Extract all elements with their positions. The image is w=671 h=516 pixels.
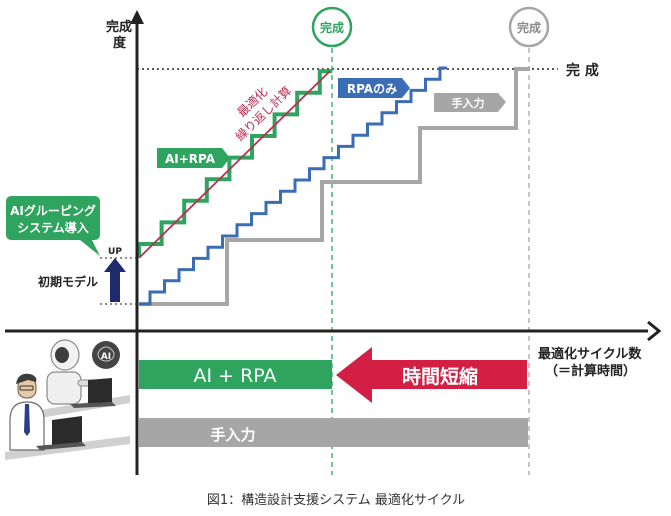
time-reduction-arrow: 時間短縮 xyxy=(336,347,527,403)
ai-rpa-tag-text: AI+RPA xyxy=(165,152,216,166)
ai-brain-icon: AI xyxy=(92,341,120,369)
green-complete-label: 完成 xyxy=(320,20,344,35)
completion-level-label: 完 成 xyxy=(566,62,599,79)
manual-tag: 手入力 xyxy=(434,93,506,112)
ai-rpa-bar-text: AI + RPA xyxy=(193,365,276,387)
rpa-step-line xyxy=(139,66,447,306)
manual-step-line xyxy=(139,67,530,306)
ai-badge-text: AI xyxy=(101,352,111,362)
optimization-label: 最適化 繰り返し計算 xyxy=(232,83,294,144)
manual-bar-text: 手入力 xyxy=(210,426,255,444)
robot-icon xyxy=(46,339,101,405)
engineer-icon xyxy=(9,373,45,451)
y-axis-label-1: 完成 xyxy=(106,19,132,35)
engineer-laptop xyxy=(36,416,86,450)
ai-grouping-callout: AIグルーピング システム導入 xyxy=(6,196,100,256)
ai-rpa-tag: AI+RPA xyxy=(157,148,230,168)
time-reduction-text: 時間短縮 xyxy=(402,365,478,388)
figure-caption: 図1：構造設計支援システム 最適化サイクル xyxy=(207,492,465,508)
ai-grouping-line-1: AIグルーピング xyxy=(10,203,96,218)
manual-tag-text: 手入力 xyxy=(452,96,485,110)
x-axis-label-1: 最適化サイクル数 xyxy=(538,346,642,362)
optimization-diagonal-line xyxy=(139,70,331,258)
x-axis-arrowhead xyxy=(647,320,662,342)
x-axis-label-2: （＝計算時間） xyxy=(545,363,636,379)
gray-complete-label: 完成 xyxy=(517,20,541,35)
y-axis-label-2: 度 xyxy=(113,35,127,51)
rpa-only-tag: RPAのみ xyxy=(338,78,410,98)
green-complete-marker: 完成 xyxy=(311,6,353,48)
robot-laptop xyxy=(70,378,116,408)
up-arrow xyxy=(104,258,126,302)
initial-model-label: 初期モデル xyxy=(38,274,98,289)
ai-robot-and-engineer-illustration: AI xyxy=(5,339,130,460)
rpa-only-tag-text: RPAのみ xyxy=(347,82,397,96)
ai-grouping-line-2: システム導入 xyxy=(17,220,89,235)
manual-bar: 手入力 xyxy=(139,418,528,447)
y-axis-arrowhead xyxy=(130,10,144,24)
up-label: UP xyxy=(108,247,122,257)
ai-rpa-bar: AI + RPA xyxy=(139,360,332,389)
engineer-desk xyxy=(5,436,130,460)
gray-complete-marker: 完成 xyxy=(508,6,550,48)
